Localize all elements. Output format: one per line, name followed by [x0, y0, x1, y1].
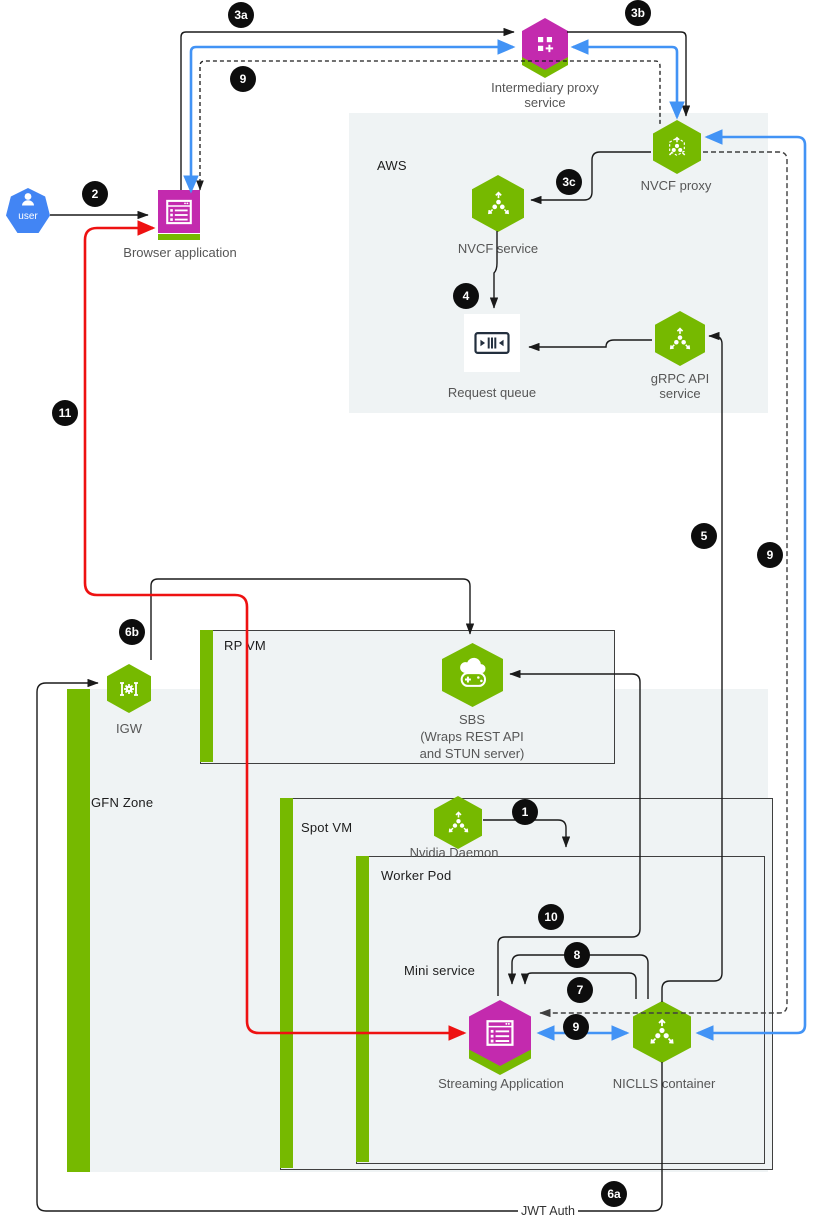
intermediary-proxy-label-2: service: [524, 95, 566, 110]
nvcf-service-label: NVCF service: [457, 241, 539, 256]
gateway-gear-icon: [120, 681, 138, 696]
arrow-9-nvcfproxy-to-streaming-dashed: [539, 151, 788, 1018]
arrow-3a-browser-to-intermediary: [180, 27, 515, 190]
step-badge-4: 4: [453, 283, 479, 309]
person-icon: [22, 193, 34, 206]
step-badge-2: 2: [82, 181, 108, 207]
niclls-container-label: NICLLS container: [612, 1076, 716, 1091]
step-badge-9-top: 9: [230, 66, 256, 92]
request-queue-node: [464, 314, 520, 372]
arrow-grpc-to-queue: [528, 339, 652, 352]
proxy-mesh-icon: [668, 136, 686, 157]
service-mesh-icon: [487, 191, 509, 215]
service-mesh-icon: [669, 326, 691, 349]
service-mesh-icon: [650, 1018, 674, 1044]
nvcf-proxy-node: [653, 120, 701, 174]
queue-icon: [474, 332, 510, 354]
step-badge-6a: 6a: [601, 1181, 627, 1207]
arrow-3c-nvcfproxy-to-nvcfservice: [530, 151, 651, 205]
step-badge-6b: 6b: [119, 619, 145, 645]
user-node-label: user: [18, 211, 38, 222]
arrow-4-nvcfservice-to-queue: [489, 231, 499, 309]
arrow-9-nvcfproxy-to-browser-dashed: [196, 60, 661, 191]
arrow-1-daemon-to-workerpod: [483, 819, 571, 848]
arrow-6a-niclls-jwt-to-igw: [36, 678, 663, 1212]
arrow-blue-browser-intermediary: [183, 39, 516, 194]
user-node: user: [6, 188, 50, 233]
arrow-6b-igw-to-sbs: [150, 578, 475, 660]
arrow-11-red-browser-streaming: [83, 220, 467, 1041]
gfn-zone-bar: [67, 689, 90, 1172]
step-badge-5: 5: [691, 523, 717, 549]
igw-label: IGW: [116, 721, 142, 736]
grpc-api-service-label-1: gRPC API: [650, 371, 710, 386]
browser-window-icon: [486, 1020, 514, 1046]
arrow-blue-intermediary-nvcfproxy: [570, 39, 685, 120]
step-badge-3c: 3c: [556, 169, 582, 195]
arrow-7-niclls-to-streaming: [520, 972, 637, 999]
arrow-3b-intermediary-to-nvcfproxy: [567, 31, 691, 117]
nvcf-proxy-label: NVCF proxy: [640, 178, 712, 193]
arrow-blue-nvcfproxy-niclls: [695, 129, 807, 1041]
step-badge-7: 7: [567, 977, 593, 1003]
step-badge-3a: 3a: [228, 2, 254, 28]
step-badge-3b: 3b: [625, 0, 651, 26]
step-badge-1: 1: [512, 799, 538, 825]
step-badge-8: 8: [564, 942, 590, 968]
step-badge-11: 11: [52, 400, 78, 426]
streaming-application-label: Streaming Application: [438, 1076, 564, 1091]
step-badge-9-right: 9: [757, 542, 783, 568]
grpc-api-service-label-2: service: [659, 386, 701, 401]
arrow-5-niclls-to-grpc: [661, 331, 723, 1002]
arrow-10-streaming-to-sbs: [497, 669, 641, 996]
jwt-auth-annotation: JWT Auth: [518, 1204, 578, 1218]
request-queue-label: Request queue: [447, 385, 537, 400]
services-plus-icon: [538, 37, 554, 53]
step-badge-10: 10: [538, 904, 564, 930]
step-badge-9-mid: 9: [563, 1014, 589, 1040]
